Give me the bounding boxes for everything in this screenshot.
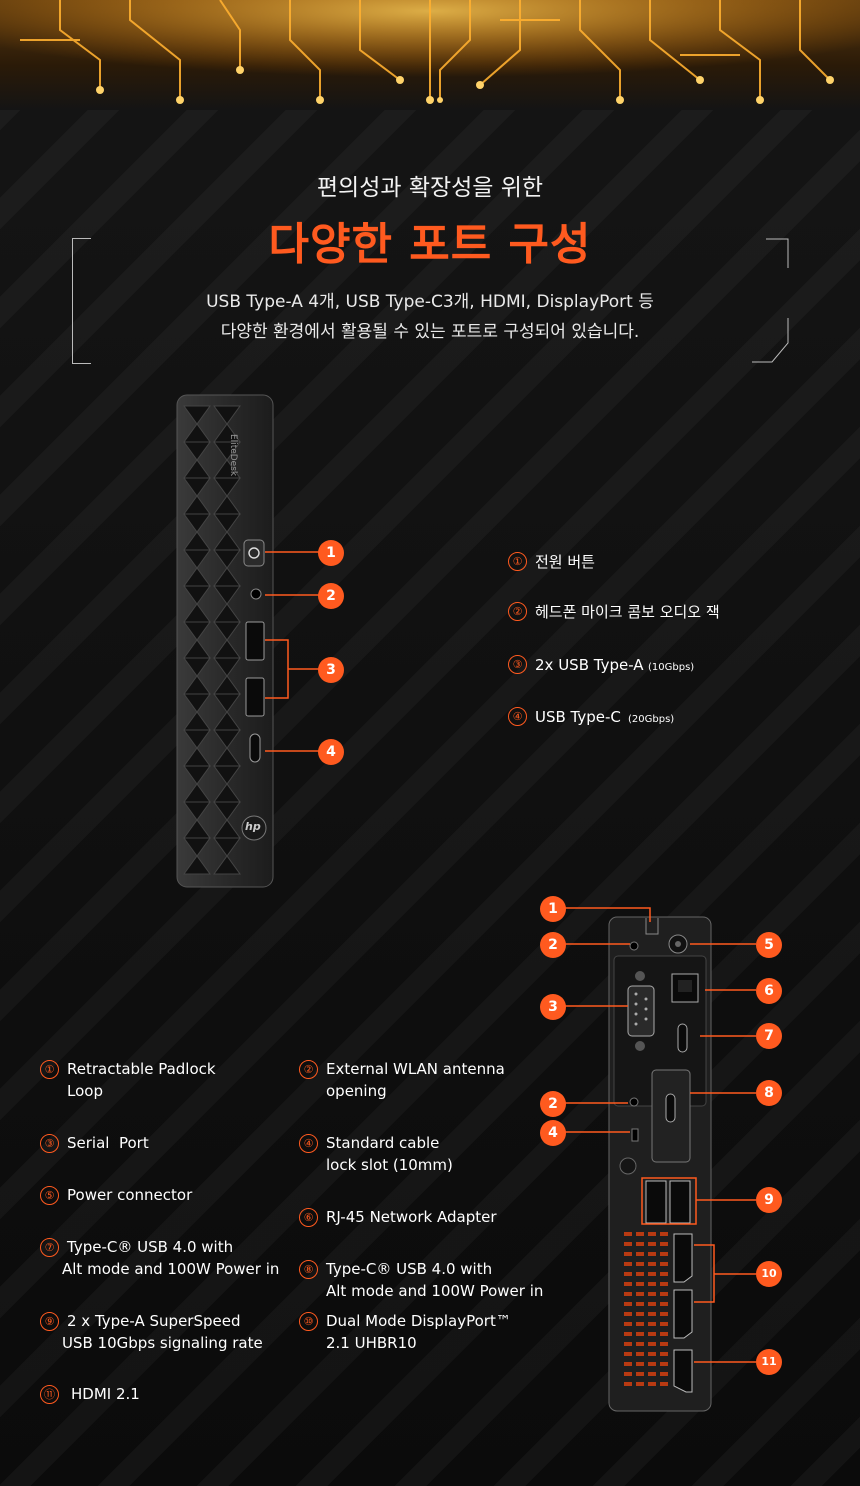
legend-line: lock slot (10mm): [326, 1156, 453, 1174]
legend-label: External WLAN antenna opening: [326, 1058, 505, 1102]
legend-line: Loop: [67, 1082, 103, 1100]
legend-number: ②: [299, 1060, 318, 1079]
legend-label: Dual Mode DisplayPort™ 2.1 UHBR10: [326, 1310, 511, 1354]
legend-note: (20Gbps): [628, 714, 675, 725]
legend-line: Alt mode and 100W Power in: [326, 1282, 544, 1300]
right-bracket-decoration: [752, 238, 789, 363]
legend-label: Serial Port: [67, 1134, 149, 1152]
legend-number: ⑧: [299, 1260, 318, 1279]
front-marker-2: 2: [318, 583, 344, 609]
legend-line: opening: [326, 1082, 387, 1100]
section-description-line-2: 다양한 환경에서 활용될 수 있는 포트로 구성되어 있습니다.: [220, 322, 640, 342]
legend-note: (10Gbps): [648, 662, 695, 673]
legend-number: ④: [508, 707, 527, 726]
legend-label: USB Type-C: [535, 708, 621, 726]
legend-line: Type-C® USB 4.0 with: [326, 1260, 493, 1278]
legend-label: 2 x Type-A SuperSpeed USB 10Gbps signali…: [62, 1310, 263, 1354]
front-marker-4: 4: [318, 739, 344, 765]
legend-label: Type-C® USB 4.0 with Alt mode and 100W P…: [62, 1236, 279, 1280]
legend-label: 헤드폰 마이크 콤보 오디오 잭: [535, 603, 720, 621]
rear-marker-8: 8: [756, 1080, 782, 1106]
legend-label: 전원 버튼: [535, 553, 595, 571]
legend-line: Type-C® USB 4.0 with: [67, 1238, 234, 1256]
circuit-banner-image: [0, 0, 860, 110]
legend-line: USB 10Gbps signaling rate: [62, 1334, 263, 1352]
section-title: 다양한 포트 구성: [268, 219, 592, 270]
front-marker-3: 3: [318, 657, 344, 683]
rear-marker-6: 6: [756, 978, 782, 1004]
rear-marker-5: 5: [756, 932, 782, 958]
rear-marker-9: 9: [756, 1187, 782, 1213]
rear-marker-4: 4: [540, 1120, 566, 1146]
section-subtitle: 편의성과 확장성을 위한: [316, 175, 544, 201]
legend-number: ④: [299, 1134, 318, 1153]
rear-panel-image: [608, 916, 712, 1412]
legend-line: Retractable Padlock: [67, 1060, 216, 1078]
legend-line: External WLAN antenna: [326, 1060, 505, 1078]
legend-label: Type-C® USB 4.0 with Alt mode and 100W P…: [326, 1258, 543, 1302]
legend-number: ②: [508, 602, 527, 621]
legend-label: HDMI 2.1: [71, 1385, 140, 1403]
legend-line: Dual Mode DisplayPort™: [326, 1312, 511, 1330]
front-marker-1: 1: [318, 540, 344, 566]
rear-marker-7: 7: [756, 1023, 782, 1049]
legend-number: ①: [508, 552, 527, 571]
legend-label: Power connector: [67, 1186, 193, 1204]
legend-line: 2 x Type-A SuperSpeed: [67, 1312, 241, 1330]
rear-marker-2b: 2: [540, 1091, 566, 1117]
legend-label: RJ-45 Network Adapter: [326, 1208, 497, 1226]
legend-number: ⑦: [40, 1238, 59, 1257]
front-callout-lines: [265, 551, 325, 752]
rear-marker-11: 11: [756, 1349, 782, 1375]
legend-number: ③: [40, 1134, 59, 1153]
legend-label: Standard cable lock slot (10mm): [326, 1132, 453, 1176]
legend-label: Retractable Padlock Loop: [67, 1058, 216, 1102]
legend-number: ③: [508, 655, 527, 674]
legend-number: ⑪: [40, 1385, 59, 1404]
hp-logo: hp: [245, 820, 261, 833]
section-description-line-1: USB Type-A 4개, USB Type-C3개, HDMI, Displ…: [206, 292, 654, 312]
legend-line: Standard cable: [326, 1134, 440, 1152]
rear-marker-1: 1: [540, 896, 566, 922]
legend-line: Alt mode and 100W Power in: [62, 1260, 280, 1278]
legend-line: 2.1 UHBR10: [326, 1334, 417, 1352]
legend-number: ⑥: [299, 1208, 318, 1227]
rear-marker-3: 3: [540, 994, 566, 1020]
legend-number: ⑨: [40, 1312, 59, 1331]
rear-marker-2: 2: [540, 932, 566, 958]
front-panel-image: EliteDesk hp: [176, 394, 276, 888]
legend-label: 2x USB Type-A: [535, 656, 644, 674]
legend-number: ⑩: [299, 1312, 318, 1331]
rear-marker-10: 10: [756, 1261, 782, 1287]
left-bracket-decoration: [72, 238, 91, 364]
legend-number: ⑤: [40, 1186, 59, 1205]
legend-number: ①: [40, 1060, 59, 1079]
